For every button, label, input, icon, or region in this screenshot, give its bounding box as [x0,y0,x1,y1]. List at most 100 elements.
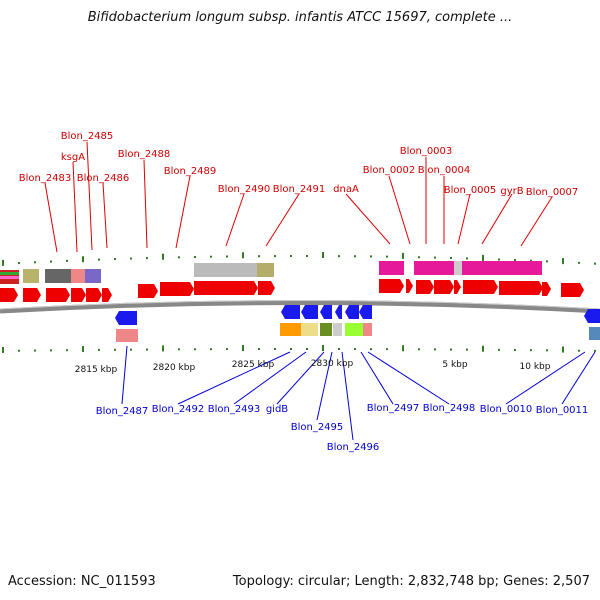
scale-tick [466,348,468,351]
scale-tick [226,348,228,351]
scale-tick [578,261,580,264]
scale-tick [162,253,164,260]
gene-label[interactable]: Blon_2486 [77,173,130,184]
scale-tick [178,256,180,259]
gene-label[interactable]: Blon_2492 [152,404,205,415]
forward-feature-lane [0,261,542,284]
gene-label[interactable]: Blon_2489 [164,166,217,177]
scale-tick [418,348,420,351]
scale-tick [354,255,356,258]
gene-label[interactable]: Blon_2488 [118,149,171,160]
forward-gene-arrows [0,279,584,302]
scale-tick [2,259,4,266]
scale-tick [34,349,36,352]
lower-tick-row [2,345,596,353]
scale-tick [18,262,20,265]
scale-tick [82,256,84,263]
genome-summary-text: Topology: circular; Length: 2,832,748 bp… [232,574,590,589]
scale-label: 10 kbp [520,362,551,372]
gene-label[interactable]: Blon_0003 [400,146,453,157]
gene-label[interactable]: Blon_0002 [363,165,416,176]
scale-label: 5 kbp [442,360,468,370]
reverse-gene-arrows [115,305,600,325]
scale-tick [258,255,260,258]
scale-tick [306,348,308,351]
gene-label[interactable]: Blon_0004 [418,165,471,176]
accession-text: Accession: NC_011593 [8,574,156,589]
scale-tick [194,348,196,351]
genome-backbone [0,300,600,314]
scale-tick [50,349,52,352]
gene-label[interactable]: Blon_2495 [291,422,344,433]
scale-tick [386,255,388,258]
scale-tick [258,348,260,351]
gene-label[interactable]: Blon_0010 [480,404,533,415]
scale-tick [290,255,292,258]
scale-tick [434,256,436,259]
scale-label: 2820 kbp [153,363,196,373]
scale-tick [290,348,292,351]
scale-tick [482,254,484,261]
forward-leader-lines [44,141,553,253]
scale-tick [594,262,596,265]
gene-label[interactable]: Blon_2487 [96,406,149,417]
gene-label[interactable]: ksgA [61,152,85,163]
scale-tick [594,349,596,352]
scale-tick [498,258,500,261]
scale-tick [498,348,500,351]
scale-label: 2830 kbp [311,359,354,369]
gene-label[interactable]: Blon_2497 [367,403,420,414]
scale-tick [562,258,564,265]
gene-label[interactable]: Blon_2496 [327,442,380,453]
scale-tick [66,349,68,352]
scale-tick [386,348,388,351]
scale-tick [50,260,52,263]
forward-gene-labels: Blon_2483 ksgA Blon_2486 Blon_2485 Blon_… [19,131,579,198]
scale-tick [466,257,468,260]
gene-label[interactable]: Blon_2483 [19,173,72,184]
gene-label[interactable]: dnaA [333,184,359,195]
scale-tick [450,257,452,259]
scale-tick [450,348,452,351]
scale-tick [418,256,420,259]
scale-tick [370,255,372,258]
gene-label[interactable]: Blon_2493 [208,404,261,415]
scale-tick [514,259,516,262]
scale-tick [146,348,148,351]
gene-label[interactable]: gyrB [500,186,523,197]
scale-tick [402,345,404,352]
gene-label[interactable]: Blon_0007 [526,187,579,198]
scale-tick [114,258,116,261]
gene-label[interactable]: Blon_0011 [536,405,589,416]
scale-label: 2825 kbp [232,360,275,370]
scale-tick [130,257,132,260]
scale-tick [402,252,404,259]
gene-label[interactable]: Blon_2491 [273,184,326,195]
gene-label[interactable]: Blon_2490 [218,184,271,195]
scale-tick [146,257,148,260]
gene-label[interactable]: Blon_0005 [444,185,497,196]
scale-tick [2,346,4,353]
scale-tick [562,346,564,353]
reverse-gene-labels: Blon_2487 Blon_2492 Blon_2493 gidB Blon_… [96,403,589,453]
gene-label[interactable]: Blon_2498 [423,403,476,414]
scale-tick [274,348,276,351]
scale-tick [546,260,548,263]
scale-tick [178,348,180,351]
upper-tick-row [2,252,596,266]
scale-tick [322,252,324,259]
scale-tick [530,259,532,262]
scale-tick [546,349,548,352]
scale-labels: 2815 kbp 2820 kbp 2825 kbp 2830 kbp 5 kb… [75,359,551,375]
scale-tick [338,348,340,351]
scale-tick [578,349,580,352]
scale-tick [226,255,228,258]
scale-tick [194,255,196,258]
reverse-leader-lines [121,345,596,441]
gene-label[interactable]: gidB [266,404,288,415]
scale-tick [210,348,212,351]
gene-label[interactable]: Blon_2485 [61,131,114,142]
scale-tick [434,348,436,351]
scale-tick [34,261,36,264]
scale-tick [354,348,356,351]
